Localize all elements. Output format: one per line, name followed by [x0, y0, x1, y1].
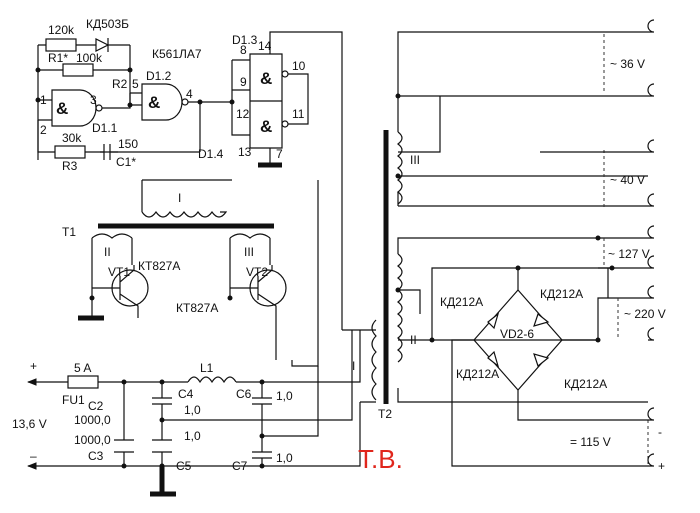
r3-value: 30k — [62, 131, 82, 145]
pin3-label: 3 — [90, 93, 97, 107]
diode-kd503-label: КД503Б — [86, 17, 129, 31]
c1-name: C1* — [116, 155, 136, 169]
output-plus: + — [658, 459, 665, 473]
c1-value: 150 — [118, 137, 138, 151]
input-voltage: 13,6 V — [12, 417, 47, 431]
gate-d13-d14 — [249, 53, 283, 149]
c5-label: C5 — [176, 459, 192, 473]
pin10-label: 10 — [292, 59, 306, 73]
diode-kd503-symbol — [95, 38, 110, 52]
c2-value: 1000,0 — [74, 413, 111, 427]
output-220v: ~ 220 V — [624, 307, 666, 321]
kd212-3: КД212А — [456, 367, 499, 381]
c4-label: C4 — [178, 387, 194, 401]
r1-name: R1* — [48, 51, 68, 65]
c6-value: 1,0 — [276, 389, 293, 403]
t1-label: T1 — [62, 225, 76, 239]
vd26-label: VD2-6 — [500, 327, 534, 341]
kt827-vt1: КТ827А — [138, 259, 180, 273]
vt2-label: VT2 — [246, 265, 268, 279]
output-40v: ~ 40 V — [610, 173, 645, 187]
gate-d12-symbol: & — [148, 93, 160, 112]
gate-d13-symbol: & — [260, 69, 272, 88]
output-terminals — [540, 19, 655, 467]
pin5-label: 5 — [132, 77, 139, 91]
pin9-label: 9 — [240, 75, 247, 89]
r3-resistor — [54, 145, 86, 159]
fu1-label: FU1 — [62, 393, 85, 407]
vt1-label: VT1 — [108, 265, 130, 279]
pin11-label: 11 — [292, 107, 305, 121]
r2-value: 100k — [76, 51, 103, 65]
t2-winding-i-label: I — [352, 359, 355, 373]
c3-label: C3 — [88, 449, 104, 463]
c3-value: 1000,0 — [74, 433, 111, 447]
d13-label: D1.3 — [232, 33, 258, 47]
input-plus: + — [30, 359, 37, 373]
l1-label: L1 — [200, 361, 214, 375]
gate-d11 — [51, 89, 97, 127]
output-minus: - — [658, 425, 662, 439]
gate-d11-symbol: & — [56, 99, 68, 118]
output-115v: = 115 V — [570, 435, 611, 449]
r2-resistor — [62, 63, 94, 77]
r1-resistor — [45, 38, 77, 52]
r3-name: R3 — [62, 159, 78, 173]
input-minus: – — [30, 449, 37, 463]
pin8-label: 8 — [240, 43, 247, 57]
transformer-t2 — [371, 31, 649, 464]
pin4-label: 4 — [186, 87, 193, 101]
chip-k561-label: К561ЛА7 — [152, 47, 202, 61]
transformer-t1 — [78, 179, 319, 360]
d12-label: D1.2 — [146, 69, 172, 83]
pin2-label: 2 — [40, 123, 47, 137]
t1-winding-ii-label: II — [104, 245, 111, 259]
tv-title: Т.В. — [358, 444, 403, 474]
kt827-vt2: КТ827А — [176, 301, 218, 315]
t2-winding-ii-label: II — [410, 333, 417, 347]
bridge-rectifier — [451, 265, 648, 467]
c2-label: C2 — [88, 399, 104, 413]
labels: 120k КД503Б К561ЛА7 D1.3 14 8 9 10 12 11… — [12, 17, 666, 474]
fuse-value: 5 A — [74, 361, 91, 375]
r1-value: 120k — [48, 23, 75, 37]
c4-value: 1,0 — [184, 403, 201, 417]
c7-value: 1,0 — [276, 451, 293, 465]
c5-value: 1,0 — [184, 429, 201, 443]
fuse-fu1 — [67, 375, 99, 389]
output-36v: ~ 36 V — [610, 57, 645, 71]
pin12-label: 12 — [236, 107, 250, 121]
t1-winding-i-label: I — [178, 191, 181, 205]
t1-winding-iii-label: III — [244, 245, 254, 259]
pin13-label: 13 — [238, 145, 252, 159]
r2-name: R2 — [112, 77, 128, 91]
inductor-l1 — [187, 376, 237, 384]
t2-winding-iii-label: III — [410, 153, 420, 167]
pin14-label: 14 — [258, 39, 272, 53]
pin1-label: 1 — [40, 93, 47, 107]
d11-label: D1.1 — [92, 121, 118, 135]
d14-label: D1.4 — [198, 147, 224, 161]
gate-d14-symbol: & — [260, 117, 272, 136]
pin7-label: 7 — [276, 147, 283, 161]
kd212-2: КД212А — [540, 287, 583, 301]
kd212-1: КД212А — [440, 295, 483, 309]
c7-label: C7 — [232, 459, 248, 473]
gate-d12 — [141, 83, 183, 121]
c6-label: C6 — [236, 387, 252, 401]
output-127v: ~ 127 V — [608, 247, 650, 261]
input-filter — [28, 329, 376, 497]
t2-label: T2 — [378, 407, 392, 421]
oscillator-section — [35, 31, 343, 330]
kd212-4: КД212А — [564, 377, 607, 391]
